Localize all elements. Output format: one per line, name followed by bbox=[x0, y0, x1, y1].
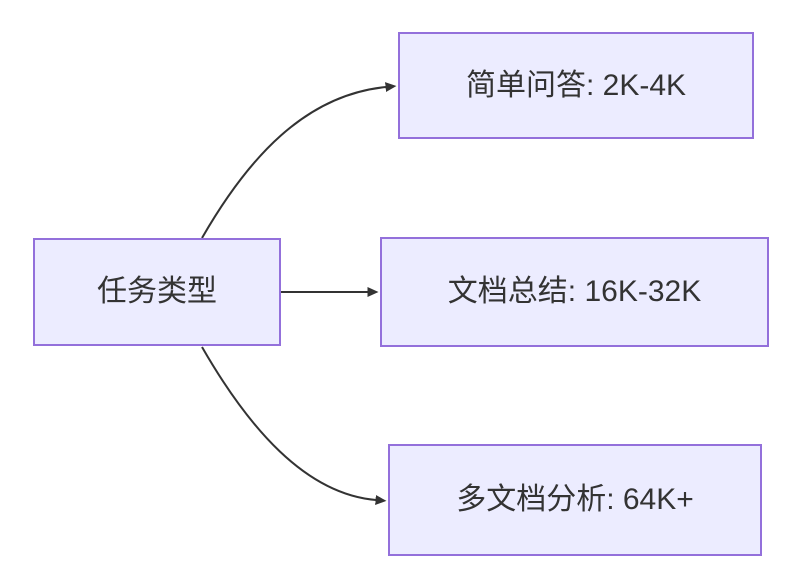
node-doc-summary-label: 文档总结: 16K-32K bbox=[447, 275, 702, 308]
node-simple-qa-label: 简单问答: 2K-4K bbox=[465, 68, 687, 102]
node-doc-summary: 文档总结: 16K-32K bbox=[380, 237, 769, 347]
node-task-type-label: 任务类型 bbox=[97, 275, 217, 308]
node-multi-doc-analysis-label: 多文档分析: 64K+ bbox=[456, 483, 694, 516]
edge-task-type-to-multi-doc-analysis bbox=[201, 346, 387, 505]
node-multi-doc-analysis: 多文档分析: 64K+ bbox=[388, 444, 762, 556]
node-task-type: 任务类型 bbox=[33, 238, 281, 346]
node-simple-qa: 简单问答: 2K-4K bbox=[398, 32, 754, 139]
edge-task-type-to-simple-qa bbox=[201, 82, 397, 239]
